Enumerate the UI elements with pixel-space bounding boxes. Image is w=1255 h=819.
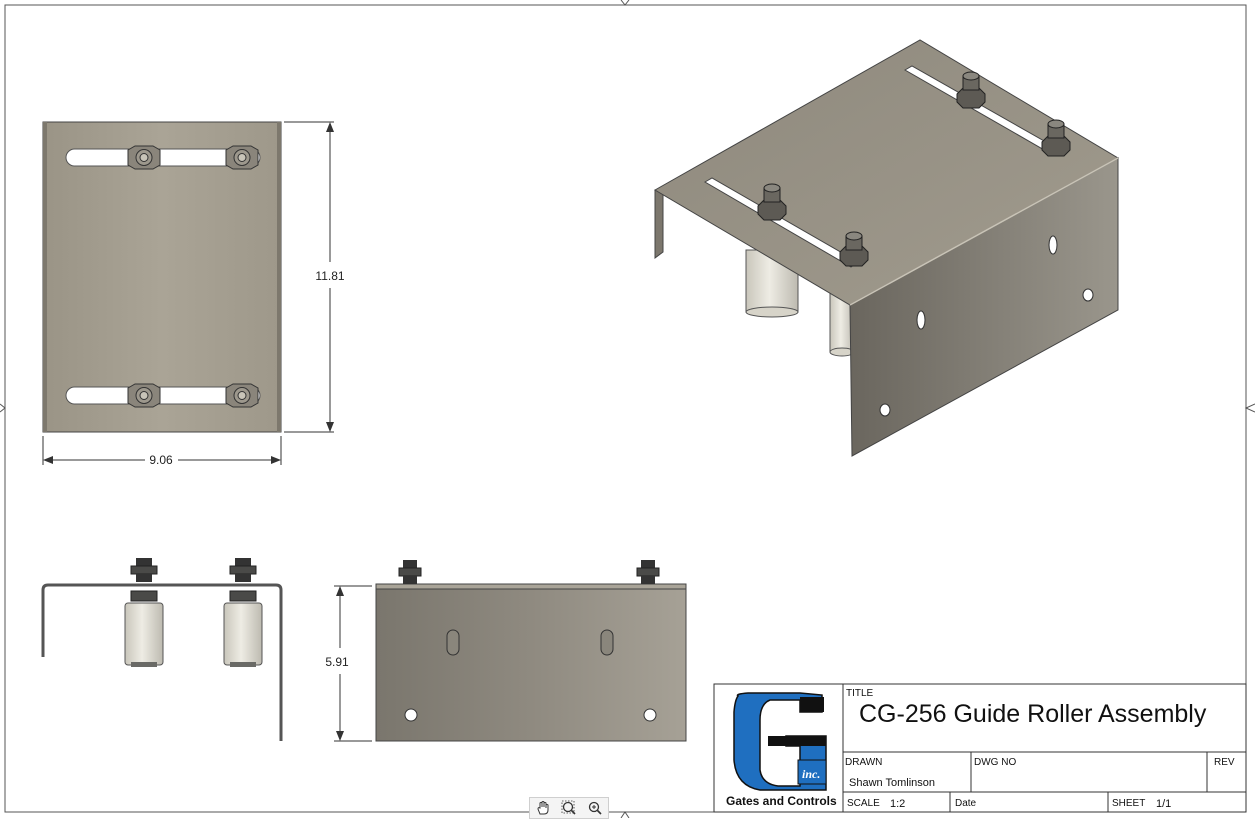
logo-bar-top bbox=[800, 697, 824, 712]
top-view: 11.81 9.06 bbox=[42, 121, 345, 467]
dim-height-side: 5.91 bbox=[325, 585, 372, 742]
iso-side-slot-1 bbox=[916, 310, 926, 330]
sheet-label: SHEET bbox=[1112, 798, 1145, 809]
title-label: TITLE bbox=[846, 688, 874, 699]
front-hole-1 bbox=[404, 708, 418, 722]
date-label: Date bbox=[955, 798, 977, 809]
scale-value: 1:2 bbox=[890, 798, 905, 810]
logo-company-name: Gates and Controls bbox=[726, 794, 837, 808]
end-roller-2 bbox=[223, 558, 263, 667]
dwg-no-label: DWG NO bbox=[974, 757, 1016, 768]
end-view-channel bbox=[41, 583, 283, 741]
top-view-flange-left bbox=[43, 122, 47, 432]
isometric-view bbox=[654, 39, 1120, 457]
front-view-face bbox=[375, 585, 687, 742]
iso-nut-1 bbox=[757, 183, 787, 221]
pan-hand-icon[interactable] bbox=[533, 799, 553, 817]
top-view-plate bbox=[42, 121, 282, 433]
dim-width-top: 9.06 bbox=[42, 436, 282, 467]
top-view-flange-right bbox=[277, 122, 281, 432]
front-slot-2 bbox=[600, 629, 614, 656]
dim-label-width: 9.06 bbox=[149, 453, 173, 467]
top-nut-3 bbox=[127, 383, 161, 408]
end-view bbox=[41, 558, 283, 741]
zoom-window-icon[interactable] bbox=[559, 799, 579, 817]
dim-height-top: 11.81 bbox=[284, 121, 345, 433]
center-mark-top bbox=[620, 0, 630, 6]
center-mark-right bbox=[1244, 403, 1255, 413]
rev-label: REV bbox=[1214, 757, 1235, 768]
front-bolt-1 bbox=[398, 560, 422, 584]
sheet-value: 1/1 bbox=[1156, 798, 1171, 810]
iso-nut-3 bbox=[956, 71, 986, 109]
top-nut-1 bbox=[127, 145, 161, 170]
title-block: TITLE CG-256 Guide Roller Assembly DRAWN… bbox=[713, 683, 1247, 813]
iso-bend-line bbox=[849, 157, 1119, 306]
front-slot-1 bbox=[446, 629, 460, 656]
front-hole-2 bbox=[643, 708, 657, 722]
dim-label-height: 11.81 bbox=[315, 269, 344, 283]
viewer-toolbar bbox=[529, 797, 609, 819]
top-slot-lower bbox=[65, 386, 261, 405]
drawn-label: DRAWN bbox=[845, 757, 882, 768]
iso-side-slot-2 bbox=[1048, 235, 1058, 255]
top-slot-upper bbox=[65, 148, 261, 167]
iso-nut-2 bbox=[839, 231, 869, 267]
logo-inc: inc. bbox=[802, 767, 820, 781]
iso-nut-4 bbox=[1041, 119, 1071, 157]
iso-side-hole-1 bbox=[879, 403, 891, 417]
top-nut-2 bbox=[225, 145, 259, 170]
dim-label-side: 5.91 bbox=[325, 655, 349, 669]
iso-flange-left bbox=[654, 189, 664, 259]
center-mark-bottom bbox=[620, 811, 630, 818]
logo-bar-mid bbox=[768, 736, 826, 746]
front-bolt-2 bbox=[636, 560, 660, 584]
top-nut-4 bbox=[225, 383, 259, 408]
end-roller-1 bbox=[124, 558, 164, 667]
drawn-by: Shawn Tomlinson bbox=[849, 777, 935, 789]
front-view-top-edge bbox=[375, 583, 687, 590]
company-logo: inc. Gates and Controls bbox=[726, 692, 837, 808]
iso-side-hole-2 bbox=[1082, 288, 1094, 302]
front-view: 5.91 bbox=[325, 560, 687, 742]
drawing-title: CG-256 Guide Roller Assembly bbox=[859, 700, 1207, 728]
zoom-icon[interactable] bbox=[585, 799, 605, 817]
logo-inc-box bbox=[797, 759, 827, 785]
center-mark-left bbox=[0, 403, 6, 413]
scale-label: SCALE bbox=[847, 798, 880, 809]
